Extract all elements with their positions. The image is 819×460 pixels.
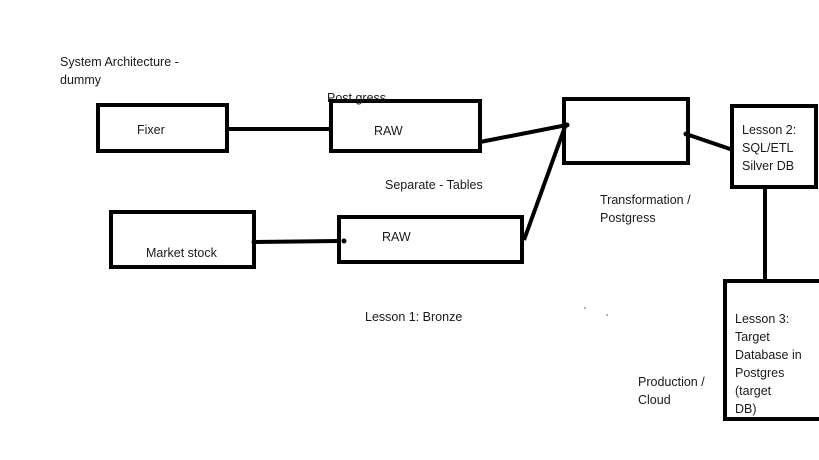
- raw-top-label: RAW: [374, 124, 403, 138]
- lesson2-silver-box: [730, 104, 818, 189]
- connector-dot: [251, 239, 257, 245]
- raw-bottom-label: RAW: [382, 230, 411, 244]
- transformation-label: Transformation / Postgress: [600, 193, 691, 225]
- transformation-box: [562, 97, 690, 165]
- market-stock-label: Market stock: [146, 246, 217, 260]
- postgress-label: Post gress: [327, 91, 387, 105]
- stray-speck: [584, 307, 586, 309]
- lesson3-label: Lesson 3: Target Database in Postgres (t…: [735, 312, 802, 416]
- connector-dot: [683, 131, 689, 137]
- connector-market-raw: [253, 239, 340, 244]
- connector-dot: [341, 238, 347, 244]
- fixer-label: Fixer: [137, 123, 165, 137]
- lesson1-label: Lesson 1: Bronze: [365, 310, 463, 324]
- lesson3-target-box: [723, 279, 819, 421]
- stray-speck: [606, 314, 608, 316]
- raw-top-box: [329, 99, 482, 153]
- connector-rawtop-transform: [479, 123, 568, 144]
- connector-rawbottom-transform: [522, 123, 568, 241]
- diagram-title: System Architecture - dummy: [60, 55, 179, 87]
- connector-dot: [564, 122, 570, 128]
- raw-bottom-box: [337, 215, 524, 264]
- lesson2-label: Lesson 2: SQL/ETL Silver DB: [742, 123, 797, 173]
- connector-transform-silver: [685, 132, 734, 152]
- production-label: Production / Cloud: [638, 375, 705, 407]
- separate-tables-label: Separate - Tables: [385, 178, 483, 192]
